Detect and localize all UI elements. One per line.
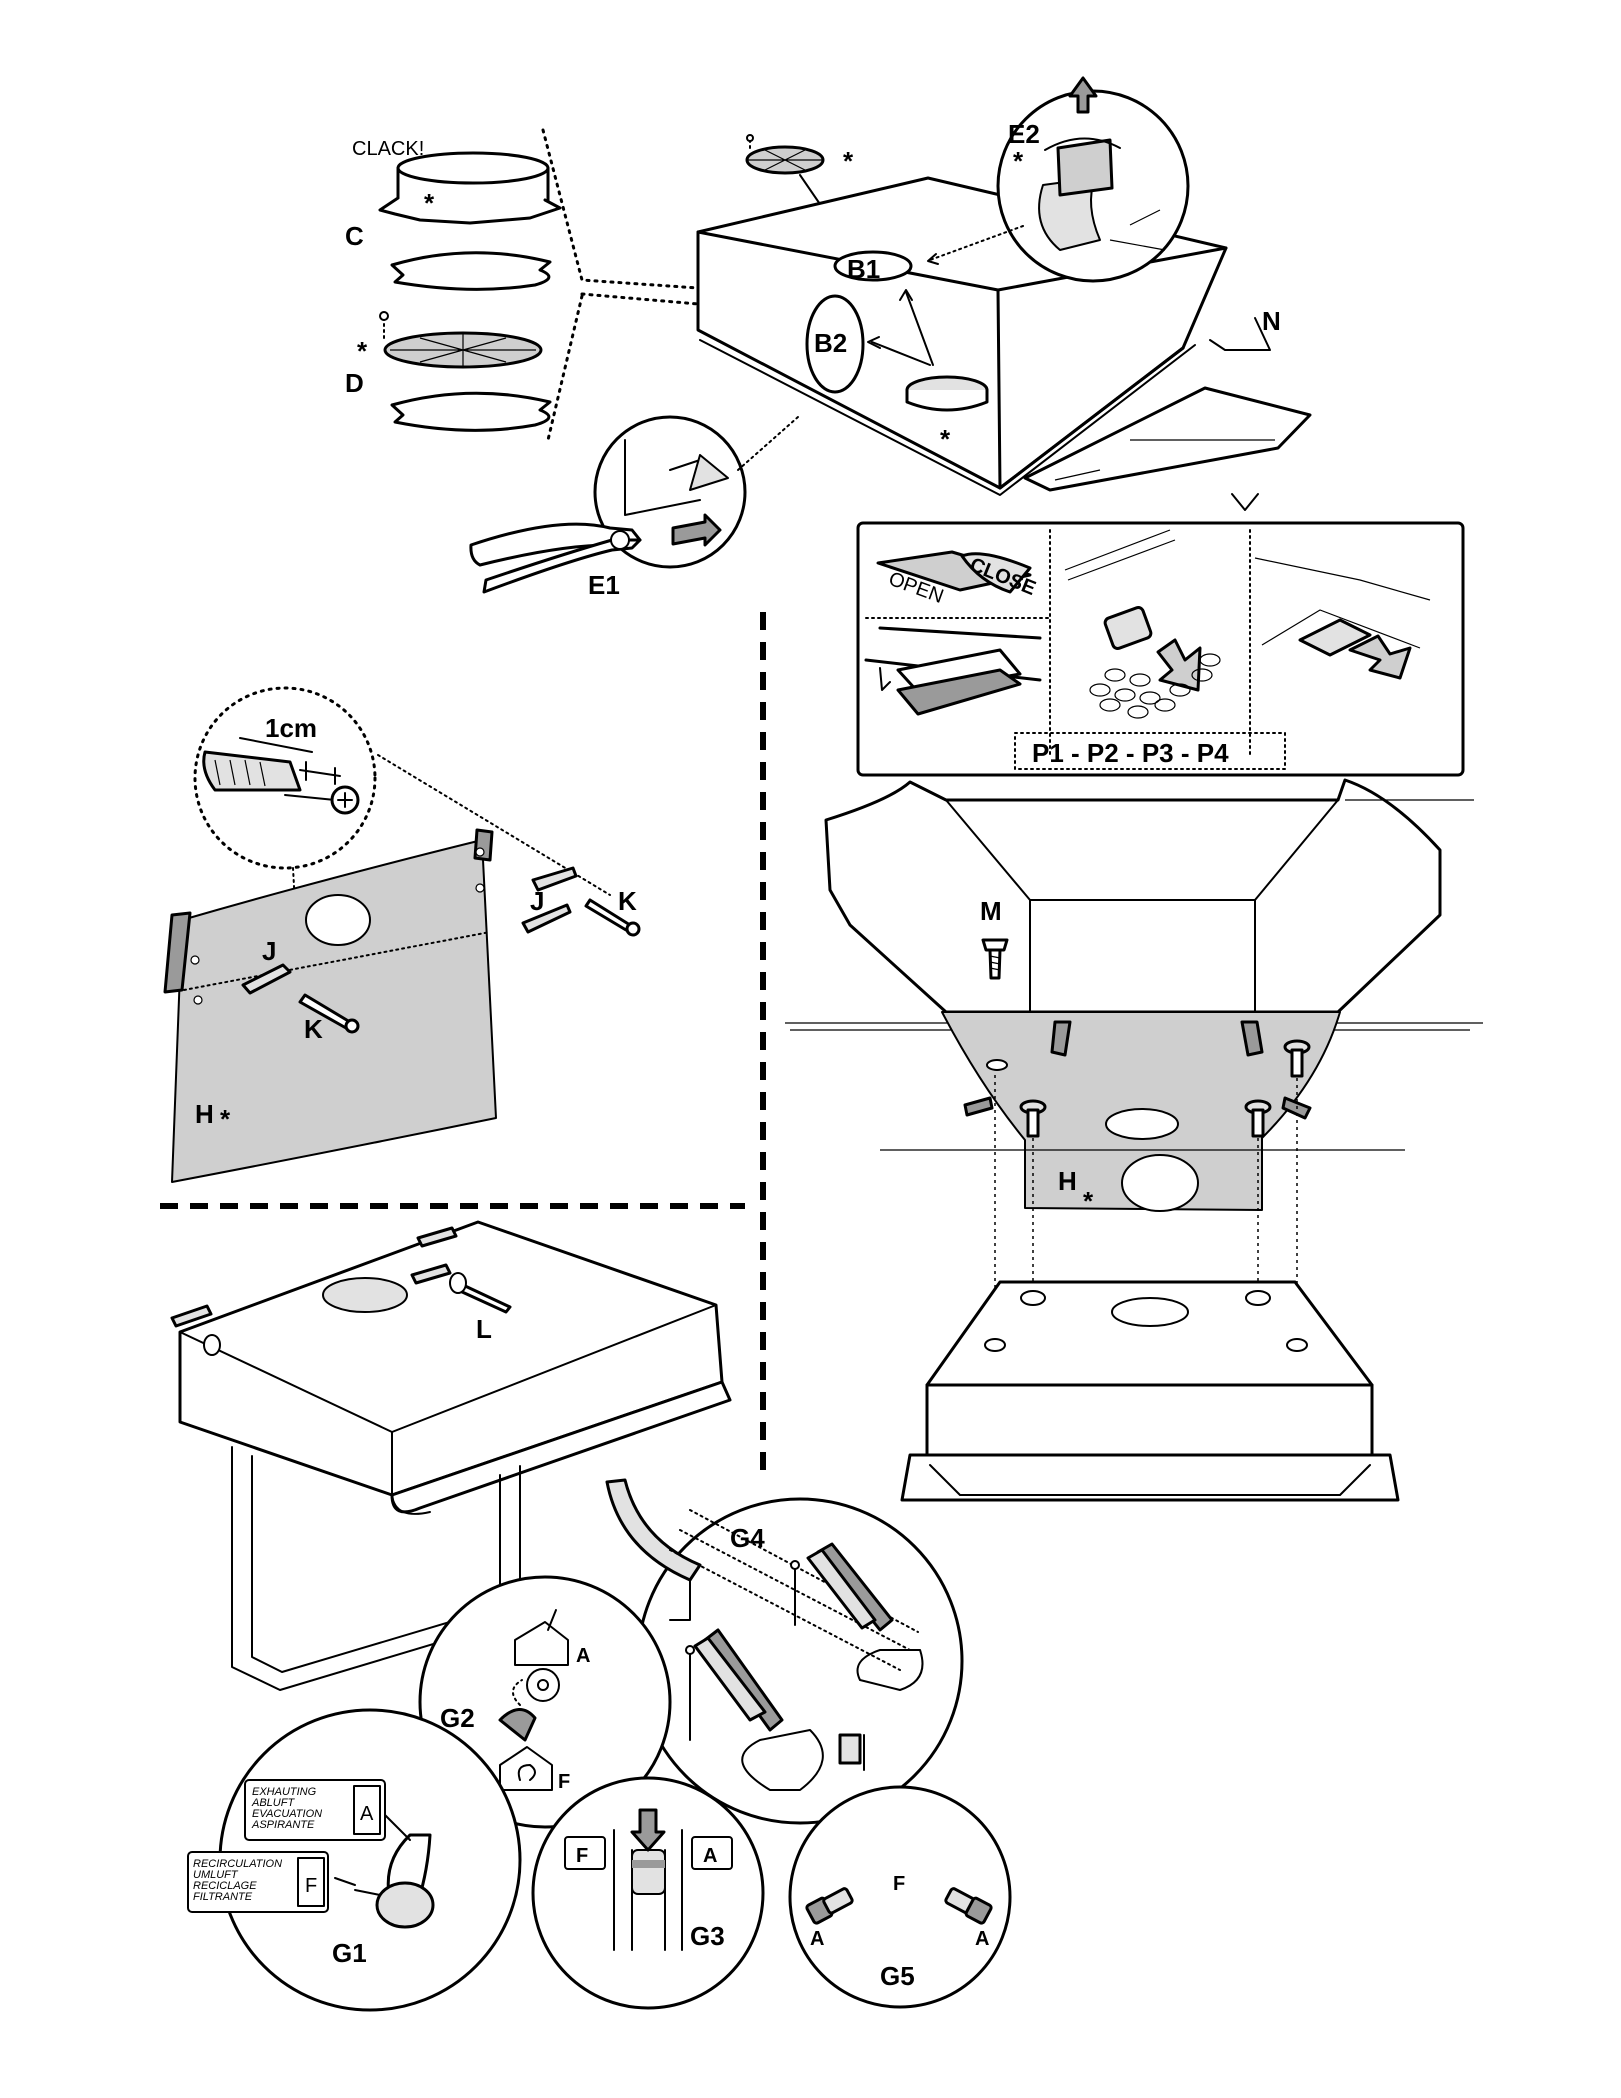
label-g3: G3 xyxy=(690,1921,725,1951)
detail-g3: F A G3 xyxy=(533,1778,763,2008)
collar-c-asterisk: * xyxy=(424,188,435,218)
ring-d xyxy=(392,393,550,430)
label-h-plate-asterisk: * xyxy=(1083,1186,1094,1216)
g1-recirc-line-4: FILTRANTE xyxy=(193,1891,253,1903)
label-g2-f: F xyxy=(558,1771,570,1793)
disc-top-asterisk: * xyxy=(843,146,854,176)
disc-d-asterisk: * xyxy=(357,336,368,366)
g1-exhaust-line-4: ASPIRANTE xyxy=(251,1819,315,1831)
label-c: C xyxy=(345,221,364,251)
adapter-group-cd: CLACK! * C * D xyxy=(345,130,698,440)
label-g5-f: F xyxy=(893,1873,905,1895)
label-k-right: K xyxy=(618,886,637,916)
label-h-wall-asterisk: * xyxy=(220,1104,231,1134)
label-g2-a: A xyxy=(576,1645,590,1667)
label-d: D xyxy=(345,368,364,398)
label-g1: G1 xyxy=(332,1938,367,1968)
svg-text:A: A xyxy=(360,1803,374,1825)
collar-top-asterisk: * xyxy=(940,424,951,454)
label-g5-a-left: A xyxy=(810,1928,824,1950)
label-g3-a: A xyxy=(703,1845,717,1867)
label-g3-f: F xyxy=(576,1845,588,1867)
wall-mount-assembly: 1cm H * J K J K xyxy=(165,688,639,1182)
bracket-dotted xyxy=(543,130,698,440)
label-m: M xyxy=(980,896,1002,926)
label-b2: B2 xyxy=(814,328,847,358)
e2-asterisk: * xyxy=(1013,146,1024,176)
label-k-left: K xyxy=(304,1014,323,1044)
detail-g1: A EXHAUTING ABLUFT EVACUATION ASPIRANTE … xyxy=(188,1710,520,2010)
label-n: N xyxy=(1262,306,1281,336)
label-b1: B1 xyxy=(847,254,880,284)
label-e2: E2 xyxy=(1008,119,1040,149)
label-1cm: 1cm xyxy=(265,713,317,743)
detail-g4-circle xyxy=(638,1499,962,1823)
label-j-right: J xyxy=(530,886,544,916)
label-l-hood: L xyxy=(476,1314,492,1344)
label-h-plate: H xyxy=(1058,1166,1077,1196)
detail-g5: F A A G5 xyxy=(790,1787,1010,2007)
filter-options-box: CLOSE OPEN P1 - P2 - P3 - P4 xyxy=(858,494,1463,775)
wall-cabinet xyxy=(826,780,1440,1012)
label-e1: E1 xyxy=(588,570,620,600)
hood-body-l xyxy=(180,1222,722,1495)
label-g5-a-right: A xyxy=(975,1928,989,1950)
label-h-wall: H xyxy=(195,1099,214,1129)
clack-label: CLACK! xyxy=(352,138,424,160)
cabinet-mount-assembly: M H * xyxy=(785,780,1483,1500)
label-g5: G5 xyxy=(880,1961,915,1991)
label-g4: G4 xyxy=(730,1523,765,1553)
label-p1-p4: P1 - P2 - P3 - P4 xyxy=(1032,738,1229,768)
label-j-left: J xyxy=(262,936,276,966)
svg-text:F: F xyxy=(305,1875,317,1897)
ring-c xyxy=(392,253,550,290)
